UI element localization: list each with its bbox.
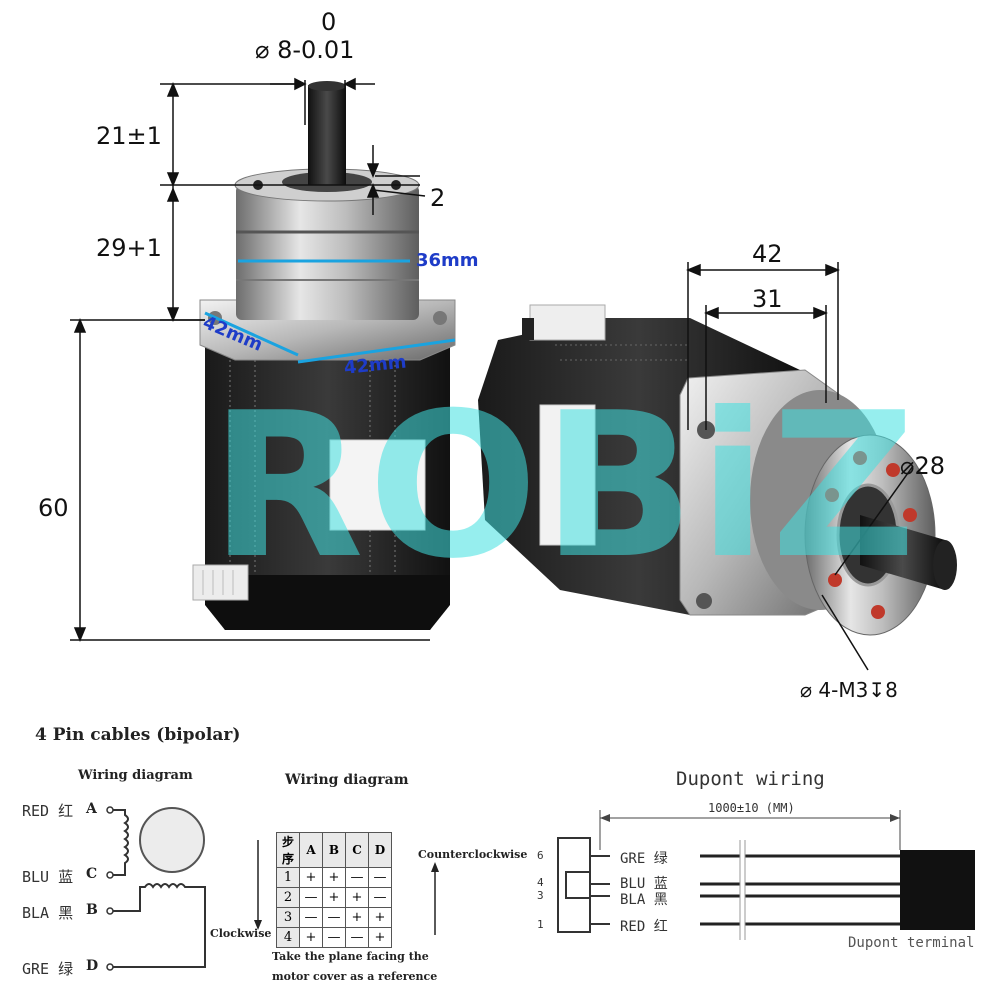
body-length-label: 60: [38, 494, 69, 522]
dupont-length-label: 1000±10 (MM): [708, 801, 795, 815]
dimension-lines-front: [70, 77, 430, 642]
dupont-pin-number-6: 6: [537, 849, 544, 862]
gearbox-length-label: 29+1: [96, 234, 162, 262]
table-row: 4 + — — +: [276, 927, 392, 948]
pin-letter-c: C: [86, 866, 98, 882]
pin-letter-b: B: [86, 902, 98, 918]
dupont-pin-label-red: RED 红: [620, 919, 668, 935]
table-header-cell: 步序: [276, 832, 300, 868]
dupont-cable-drawing: [557, 810, 975, 940]
table-cell: —: [299, 907, 323, 928]
shaft-length-label: 21±1: [96, 122, 162, 150]
dupont-pin-label-blu: BLU 蓝: [620, 876, 668, 892]
shaft-diameter-label: ⌀ 8-0.01: [255, 36, 355, 64]
pin-label-red: RED 红: [22, 802, 74, 820]
left-diagram-title: Wiring diagram: [78, 768, 193, 783]
hole-spacing-label: 31: [752, 285, 783, 313]
pin-letter-a: A: [86, 801, 97, 817]
direction-arrows: [254, 840, 439, 935]
pin-letter-d: D: [86, 958, 99, 974]
pin-label-bla: BLA 黑: [22, 904, 74, 922]
flange-edge-line-a: [204, 311, 299, 357]
pin-label-blu: BLU 蓝: [22, 868, 74, 886]
mount-holes-label: ⌀ 4-M3↧8: [800, 678, 898, 702]
table-header-cell: D: [368, 832, 392, 868]
table-cell: 4: [276, 927, 300, 948]
reference-note-line-1: Take the plane facing the: [272, 950, 429, 963]
output-diameter-label: ⌀28: [900, 452, 945, 480]
table-cell: 3: [276, 907, 300, 928]
watermark: ROBiZ: [210, 370, 921, 603]
table-cell: —: [299, 887, 323, 908]
dupont-pin-number-1: 1: [537, 918, 544, 931]
gearbox-diameter-label: 36mm: [416, 250, 479, 271]
mid-diagram-title: Wiring diagram: [285, 772, 409, 788]
table-cell: —: [345, 927, 369, 948]
dupont-pin-number-3: 3: [537, 889, 544, 902]
motor-illustration: [70, 77, 957, 671]
table-cell: 2: [276, 887, 300, 908]
dupont-pin-label-bla: BLA 黑: [620, 892, 668, 908]
flange-edge-line-b: [297, 338, 456, 364]
pin-label-gre: GRE 绿: [22, 960, 74, 978]
table-header-cell: B: [322, 832, 346, 868]
dupont-pin-number-4: 4: [537, 876, 544, 889]
table-cell: +: [368, 927, 392, 948]
flange-step-label: 2: [430, 184, 446, 212]
cw-label: Clockwise: [210, 927, 272, 940]
shaft-tolerance-label: 0: [321, 8, 337, 36]
dimension-lines-angled: [686, 262, 914, 671]
coil-schematic: [106, 806, 206, 971]
dupont-terminal-label: Dupont terminal: [848, 935, 975, 951]
ccw-label: Counterclockwise: [418, 848, 528, 861]
table-header-cell: A: [299, 832, 323, 868]
table-header-row: 步序 A B C D: [276, 832, 392, 868]
dupont-pin-label-gre: GRE 绿: [620, 851, 668, 867]
motor-angled-view: [478, 304, 957, 636]
table-row: 3 — — + +: [276, 907, 392, 928]
dupont-title: Dupont wiring: [676, 768, 825, 790]
step-sequence-table: 步序 A B C D 1 + + — — 2 — + + — 3 — — + +: [276, 832, 392, 948]
wiring-section-title: 4 Pin cables (bipolar): [35, 725, 241, 745]
reference-note-line-2: motor cover as a reference: [272, 970, 438, 983]
face-width-label: 42: [752, 240, 783, 268]
